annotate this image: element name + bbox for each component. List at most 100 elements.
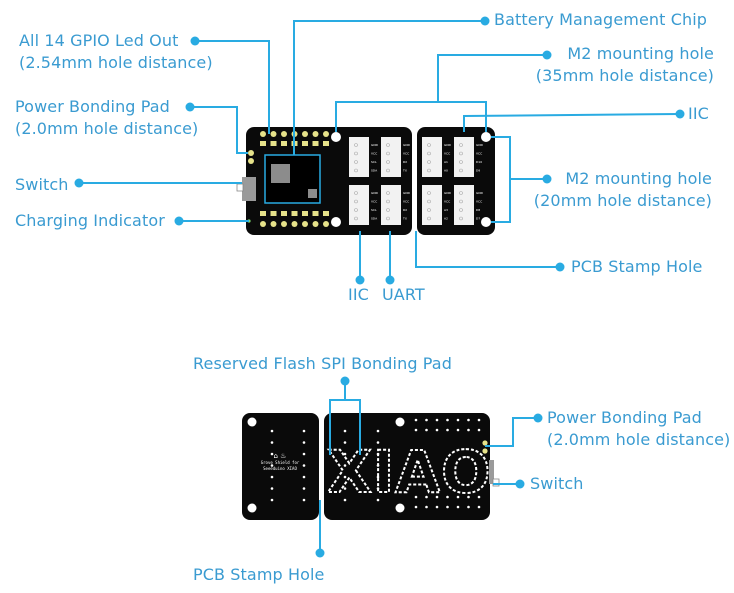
- connector-pin-label: A1: [444, 160, 448, 164]
- stamp-hole: [412, 187, 417, 193]
- label-iic-right: IIC: [688, 104, 709, 123]
- leader-battery-chip: [293, 20, 485, 155]
- dot-iic-bottom: [355, 275, 365, 285]
- connector-pin: [386, 199, 390, 204]
- grove-connectors: GNDVCCSCLSDAGNDVCCRXTXGNDVCCA1A0GNDVCCD1…: [349, 137, 484, 225]
- gpio-pin: [260, 131, 266, 137]
- leader-m2-20b: [491, 179, 511, 223]
- connector-pin: [427, 191, 431, 195]
- back-board: XIAO Grove Shield for Seeeduino XIAO ⌂ ♨: [242, 413, 500, 520]
- connector-pin-label: VCC: [476, 152, 482, 156]
- grove-connector-body: [349, 137, 369, 177]
- label-power-pad-line2: (2.0mm hole distance): [15, 119, 199, 138]
- connector-pin: [386, 151, 390, 156]
- through-hole: [302, 464, 306, 467]
- connector-pin-label: GND: [403, 143, 411, 147]
- front-leader-dots: [74, 16, 685, 285]
- leader-back-power-pad: [485, 417, 537, 447]
- label-back-power-pad: Power Bonding Pad (2.0mm hole distance): [547, 407, 730, 451]
- grove-connector-body: [454, 185, 474, 225]
- through-hole: [270, 452, 274, 456]
- dot-power-pad: [185, 102, 195, 112]
- through-hole: [270, 487, 274, 490]
- connector-pin: [386, 143, 390, 147]
- through-hole: [414, 418, 418, 422]
- connector-pin-label: VCC: [371, 200, 377, 204]
- gpio-pad: [312, 141, 319, 146]
- through-hole: [376, 498, 380, 502]
- battery-management-chip: [308, 189, 317, 198]
- connector-pin-label: GND: [403, 191, 411, 195]
- connector-pin-label: VCC: [476, 200, 482, 204]
- through-hole: [477, 418, 481, 422]
- grove-connector-body: [381, 137, 401, 177]
- through-hole: [425, 418, 428, 422]
- gpio-pin: [312, 221, 319, 227]
- back-power-pad: [482, 440, 488, 446]
- connector-pin-label: VCC: [444, 200, 450, 204]
- gpio-pin: [323, 221, 329, 227]
- gpio-pin: [281, 131, 287, 137]
- connector-pin: [459, 208, 463, 212]
- dot-m2-20: [542, 174, 552, 184]
- gpio-pin: [291, 221, 298, 227]
- back-leader-dots: [315, 376, 543, 558]
- stamp-hole: [319, 467, 324, 473]
- dot-back-power-pad: [533, 413, 543, 423]
- connector-pin: [386, 208, 390, 212]
- through-hole: [477, 495, 481, 499]
- label-gpio: All 14 GPIO Led Out (2.54mm hole distanc…: [19, 30, 213, 74]
- gpio-pad: [270, 141, 277, 146]
- connector-pin-label: A2: [444, 217, 448, 221]
- mounting-hole: [247, 417, 257, 427]
- leader-m2-20: [491, 136, 548, 180]
- gpio-pin: [302, 131, 308, 137]
- mounting-hole: [395, 417, 405, 427]
- through-hole: [446, 505, 449, 509]
- label-battery-chip: Battery Management Chip: [494, 10, 708, 29]
- stamp-hole: [319, 451, 324, 457]
- dot-charging: [174, 216, 184, 226]
- grove-connector-body: [381, 185, 401, 225]
- through-hole: [302, 498, 306, 502]
- connector-pin-label: A3: [444, 208, 448, 212]
- through-hole: [435, 495, 439, 499]
- label-m2-35-line1: M2 mounting hole: [567, 44, 714, 63]
- connector-pin: [354, 151, 358, 156]
- through-hole: [446, 495, 449, 499]
- through-hole: [376, 464, 380, 467]
- front-leader-lines: [80, 20, 681, 280]
- through-hole: [435, 418, 439, 422]
- mounting-hole: [395, 503, 405, 513]
- pcb-back-right-section: [324, 413, 490, 520]
- connector-pin-label: VCC: [371, 152, 377, 156]
- gpio-pad: [281, 211, 287, 216]
- leader-gpio: [194, 40, 270, 134]
- through-hole: [456, 418, 460, 422]
- label-power-pad-line1: Power Bonding Pad: [15, 97, 170, 116]
- gpio-pin: [281, 221, 287, 227]
- through-hole: [477, 505, 481, 509]
- pcb-back-left-section: [242, 413, 319, 520]
- connector-pin: [386, 191, 390, 195]
- gpio-pin: [302, 221, 308, 227]
- through-hole: [456, 505, 460, 509]
- leader-stamp: [415, 231, 560, 268]
- mounting-hole: [331, 132, 341, 142]
- connector-pin: [459, 191, 463, 195]
- stamp-hole: [412, 152, 417, 158]
- connector-pin-label: GND: [444, 143, 452, 147]
- dot-gpio: [190, 36, 200, 46]
- through-hole: [435, 428, 439, 432]
- grove-connector-body: [422, 185, 442, 225]
- power-pad: [248, 150, 254, 156]
- connector-pin-label: TX: [402, 169, 407, 173]
- connector-pin: [427, 160, 431, 164]
- stamp-hole: [412, 160, 417, 166]
- connector-pin-label: VCC: [444, 152, 450, 156]
- connector-pin-label: TX: [402, 217, 407, 221]
- label-gpio-line2: (2.54mm hole distance): [19, 53, 213, 72]
